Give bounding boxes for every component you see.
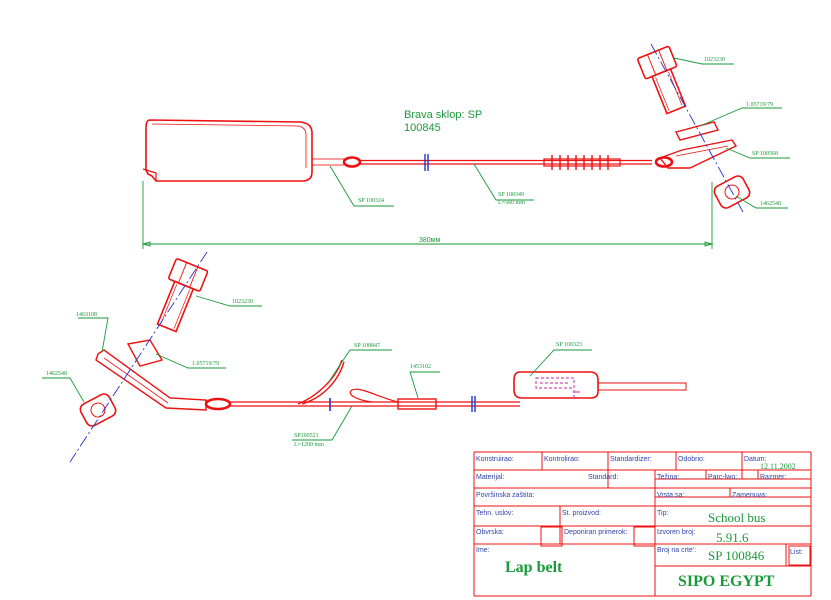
tb-razmer: Razmer: [760, 474, 787, 481]
tb-broj-label: Broj na crte': [657, 547, 696, 554]
tb-izvoren-value: 5.91.6 [716, 530, 749, 545]
bottom-label-latch: SP 100323 [556, 342, 582, 348]
title-block: Konstruirao: Kontrolirao: Standardizer: … [473, 451, 812, 597]
tb-tip-label: Tip: [657, 510, 668, 517]
tb-company: SIPO EGYPT [678, 573, 775, 590]
tb-ime-value: Lap belt [505, 559, 563, 576]
tb-materijal: Materijal: [476, 474, 504, 481]
tb-list-label: List: [790, 549, 803, 556]
tb-broj-value: SP 100846 [708, 548, 765, 563]
assembly-number: 100845 [404, 122, 441, 134]
tb-tehn-uslov: Tehn. uslov: [476, 510, 513, 517]
bottom-label-cable: SP100521 [294, 433, 319, 439]
top-label-cable: SP 100349 [498, 192, 524, 198]
tb-vrsta-sa: Vrsta sa: [657, 492, 684, 499]
tb-obvrska: Obvrska: [476, 529, 504, 536]
tb-zamenuva: Zamenuva: [732, 492, 767, 499]
tb-kontrolirao: Kontrolirao: [544, 456, 580, 463]
top-label-nut: 1462548 [760, 201, 781, 207]
top-label-bracket: SP 100568 [752, 151, 778, 157]
top-label-bolt: 1023230 [704, 57, 725, 63]
tb-odobrio: Odobrio: [678, 456, 705, 463]
top-label-cable-length: L=560 mm [498, 200, 525, 206]
bottom-annotations: 1463108 1462548 1023230 1.05719/79 SP 10… [42, 295, 592, 448]
tb-tip-value: School bus [708, 510, 765, 525]
tb-deponiran: Deponiran primerok: [564, 529, 627, 536]
bottom-label-nut: 1462548 [46, 371, 67, 377]
top-dimension: 380мм [419, 237, 440, 244]
tb-standardizer: Standardizer: [610, 456, 652, 463]
bottom-label-bracket: 1463108 [76, 312, 97, 318]
tb-st-proizvod: St. proizvod: [562, 510, 601, 517]
bottom-label-tongue: SP 100847 [354, 343, 380, 349]
top-buckle-assembly: 380мм [141, 43, 751, 249]
tb-tezina: Težina: [657, 474, 679, 481]
tb-standard: Standard: [588, 474, 618, 481]
tb-datum-label: Datum: [744, 456, 767, 463]
top-label-housing: SP 100324 [358, 198, 384, 204]
tb-ime-label: Ime: [476, 547, 490, 554]
bottom-label-bolt: 1023230 [232, 299, 253, 305]
tb-povrsinska: Površinska zaštita: [476, 492, 534, 499]
top-annotations: 1023230 1.05719/79 SP 100568 1462548 SP … [329, 57, 790, 209]
assembly-title: Brava sklop: SP [404, 109, 482, 121]
tb-konstruirao: Konstruirao: [476, 456, 514, 463]
bottom-tongue-assembly [69, 251, 687, 463]
tb-izvoren-label: Izvoren broj: [657, 529, 696, 536]
tb-parc-lwo: Parc-lwo: [708, 474, 737, 481]
bottom-label-cable-length: L=1200 mm [294, 442, 324, 448]
bottom-label-sleeve: 1453102 [410, 364, 431, 370]
bottom-label-washer: 1.05719/79 [192, 361, 219, 367]
tb-datum-value: 12.11.2002 [760, 462, 796, 471]
top-label-washer: 1.05719/79 [746, 102, 773, 108]
